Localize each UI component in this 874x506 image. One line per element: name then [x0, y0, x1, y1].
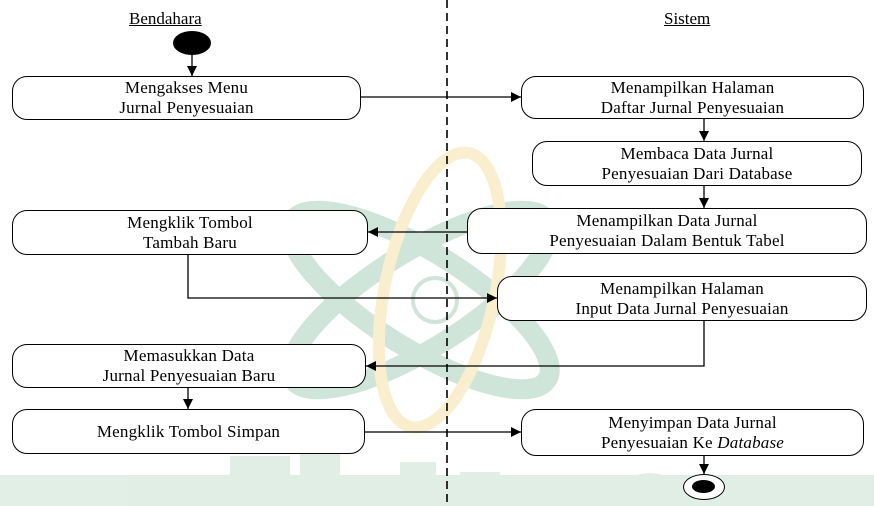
- activity-mengklik-tombol-simpan: Mengklik Tombol Simpan: [12, 409, 365, 454]
- activity-text-italic: Database: [717, 432, 785, 452]
- flow-tampil-halaman-input-to-masukkan-data: [366, 321, 705, 371]
- activity-text-line: Tambah Baru: [142, 232, 237, 252]
- activity-text-line: Penyesuaian Dalam Bentuk Tabel: [549, 231, 785, 250]
- activity-memasukkan-data: Memasukkan Data Jurnal Penyesuaian Baru: [12, 344, 366, 388]
- activity-text-line: Menampilkan Halaman: [610, 77, 775, 97]
- end-node-inner: [692, 480, 715, 493]
- activity-text-line: Menampilkan Halaman: [600, 278, 764, 298]
- activity-text-line: Mengklik Tombol Simpan: [96, 421, 281, 441]
- end-node: [683, 474, 725, 500]
- activity-mengakses-menu: Mengakses Menu Jurnal Penyesuaian: [12, 76, 361, 120]
- swimlane-title-bendahara: Bendahara: [129, 9, 202, 28]
- activity-text-line: Jurnal Penyesuaian: [119, 98, 254, 117]
- swimlane-title-sistem: Sistem: [664, 9, 711, 28]
- activity-text-line: Membaca Data Jurnal: [620, 143, 774, 163]
- activity-text-line: Penyesuaian Dari Database: [601, 163, 793, 183]
- activity-membaca-data-jurnal: Membaca Data Jurnal Penyesuaian Dari Dat…: [532, 141, 862, 186]
- activity-text-line: Penyesuaian Ke Database: [601, 433, 784, 453]
- activity-text-line: Menyimpan Data Jurnal: [608, 412, 777, 432]
- activity-text-line: Jurnal Penyesuaian Baru: [102, 366, 276, 385]
- activity-text-line: Daftar Jurnal Penyesuaian: [600, 97, 785, 117]
- activity-menampilkan-data-tabel: Menampilkan Data Jurnal Penyesuaian Dala…: [467, 208, 867, 254]
- activity-text-line: Menampilkan Data Jurnal: [576, 211, 758, 230]
- activity-menampilkan-halaman-input: Menampilkan Halaman Input Data Jurnal Pe…: [497, 276, 867, 321]
- activity-text-line: Memasukkan Data: [123, 346, 255, 365]
- activity-text-line: Mengakses Menu: [124, 78, 249, 97]
- activity-menampilkan-halaman-daftar: Menampilkan Halaman Daftar Jurnal Penyes…: [521, 76, 864, 119]
- activity-text-line: Mengklik Tombol: [127, 212, 253, 232]
- start-node: [173, 31, 211, 55]
- activity-text-part: Penyesuaian Ke: [600, 432, 713, 452]
- activity-mengklik-tombol-tambah-baru: Mengklik Tombol Tambah Baru: [12, 210, 368, 255]
- flow-klik-tambah-to-tampil-halaman-input: [187, 255, 497, 303]
- activity-text-line: Input Data Jurnal Penyesuaian: [575, 298, 789, 318]
- activity-menyimpan-data-jurnal: Menyimpan Data Jurnal Penyesuaian Ke Dat…: [521, 409, 864, 456]
